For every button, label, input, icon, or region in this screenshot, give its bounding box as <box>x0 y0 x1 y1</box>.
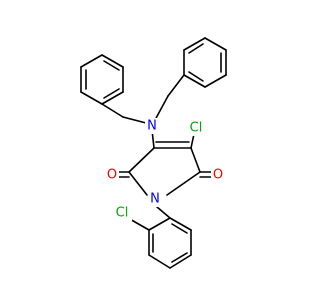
amine-nitrogen: N <box>145 118 159 134</box>
bond-c4-cl <box>190 133 195 149</box>
carbonyl-oxygen-left-label: O <box>107 168 117 183</box>
bond-ring-ch2-right <box>167 74 185 97</box>
molecule-structure: N Cl O O N Cl <box>80 37 227 269</box>
ring-chlorine: Cl <box>186 120 206 136</box>
aryl-chlorine-label: Cl <box>116 206 129 221</box>
carbonyl-oxygen-right-label: O <box>213 168 223 183</box>
maleimide-ring <box>128 141 201 196</box>
aryl-chlorine: Cl <box>112 205 132 221</box>
benzyl-ring-left <box>80 54 124 105</box>
amine-nitrogen-label: N <box>147 119 157 134</box>
bond-n-aryl <box>156 206 171 219</box>
imide-nitrogen: N <box>148 191 162 207</box>
carbonyl-oxygen-left: O <box>105 166 119 183</box>
imide-nitrogen-label: N <box>150 192 160 207</box>
atom-labels: N Cl O O N Cl <box>105 118 225 221</box>
bonds <box>80 37 227 269</box>
ring-chlorine-label: Cl <box>190 121 203 136</box>
bond-ring-ch2-left <box>101 103 124 118</box>
benzyl-ring-right <box>183 37 227 88</box>
bond-ch2-n-right <box>154 95 169 121</box>
carbonyl-oxygen-right: O <box>211 166 225 183</box>
chlorophenyl-ring <box>148 217 192 269</box>
